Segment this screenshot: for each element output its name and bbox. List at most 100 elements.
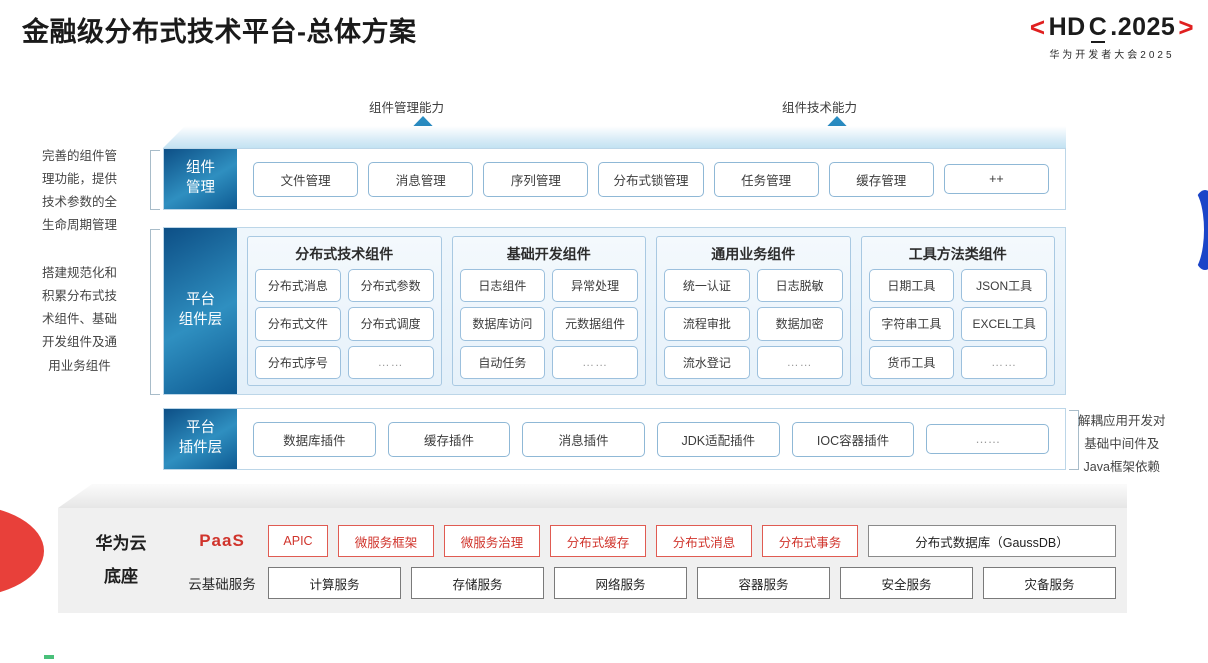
note-right-1-line: 基础中间件及 [1084, 437, 1160, 452]
note-right-1-line: Java框架依赖 [1083, 460, 1160, 475]
note-left-1-line: 理功能，提供 [42, 172, 118, 187]
row-body-component-management: 文件管理消息管理序列管理分布式锁管理任务管理缓存管理 ++ [237, 149, 1065, 209]
hdc-logo-c: C [1088, 13, 1108, 43]
paas-item-database[interactable]: 分布式数据库（GaussDB） [868, 525, 1116, 557]
paas-item[interactable]: 微服务框架 [338, 525, 434, 557]
component-management-item[interactable]: 文件管理 [253, 161, 359, 197]
green-tick-decoration [44, 655, 54, 659]
paas-item[interactable]: 分布式事务 [762, 525, 858, 557]
component-cell[interactable]: 统一认证 [664, 269, 750, 303]
component-cell[interactable]: 日志脱敏 [756, 269, 843, 303]
row-body-component-layer: 分布式技术组件分布式消息分布式参数分布式文件分布式调度分布式序号……基础开发组件… [237, 228, 1065, 394]
component-cell[interactable]: JSON工具 [961, 269, 1047, 303]
brace-left-top [150, 150, 160, 210]
component-cell[interactable]: …… [347, 345, 434, 379]
paas-row: PaaS APIC 微服务框架微服务治理分布式缓存分布式消息分布式事务分布式数据库… [176, 524, 1116, 558]
brace-right [1069, 410, 1079, 470]
cloud-base-item[interactable]: 灾备服务 [983, 567, 1116, 599]
cloud-base-item[interactable]: 存储服务 [411, 567, 544, 599]
component-group-title: 基础开发组件 [506, 246, 591, 262]
row-label-plugin-layer-line: 平台 [186, 420, 215, 437]
component-cell[interactable]: 分布式调度 [347, 307, 434, 341]
component-cell[interactable]: 数据库访问 [459, 307, 546, 341]
component-management-item[interactable]: 消息管理 [368, 161, 474, 197]
angle-bracket-left-icon: < [1029, 12, 1046, 42]
cloud-base-item[interactable]: 网络服务 [554, 567, 687, 599]
row-label-component-layer: 平台组件层 [164, 228, 237, 394]
note-left-2-line: 搭建规范化和 [42, 266, 118, 280]
component-cell[interactable]: …… [756, 345, 843, 379]
component-management-item[interactable]: ++ [943, 164, 1049, 194]
note-left-2-line: 术组件、基础 [42, 312, 118, 327]
note-left-2-line: 积累分布式技 [42, 289, 118, 304]
page-title: 金融级分布式技术平台-总体方案 [22, 17, 417, 47]
note-left-1-line: 生命周期管理 [42, 218, 118, 233]
cloud-base-item[interactable]: 安全服务 [840, 567, 973, 599]
paas-item[interactable]: 分布式消息 [656, 525, 752, 557]
blue-lens-decoration [1176, 188, 1208, 272]
component-group-title: 分布式技术组件 [295, 246, 394, 262]
component-cell[interactable]: 分布式序号 [255, 345, 341, 379]
component-group-grid: 统一认证日志脱敏流程审批数据加密流水登记…… [664, 269, 843, 379]
paas-items: APIC 微服务框架微服务治理分布式缓存分布式消息分布式事务分布式数据库（Gaus… [268, 525, 1116, 557]
plugin-layer-item[interactable]: …… [926, 424, 1050, 454]
component-cell[interactable]: 异常处理 [552, 269, 638, 303]
component-cell[interactable]: 流程审批 [664, 307, 750, 341]
plugin-layer-item[interactable]: 消息插件 [522, 421, 646, 457]
arrow-label-component-management: 组件管理能力 [369, 101, 445, 115]
row-label-component-management: 组件管理 [164, 149, 237, 209]
cloud-base-row: 云基础服务 计算服务存储服务网络服务容器服务安全服务灾备服务 [176, 566, 1116, 600]
component-management-item[interactable]: 分布式锁管理 [598, 161, 704, 197]
component-cell[interactable]: 分布式参数 [347, 269, 434, 303]
component-cell[interactable]: 数据加密 [756, 307, 843, 341]
cloud-base-item[interactable]: 容器服务 [697, 567, 830, 599]
angle-bracket-right-icon: > [1178, 12, 1194, 42]
row-component-layer: 平台组件层 分布式技术组件分布式消息分布式参数分布式文件分布式调度分布式序号……… [163, 227, 1066, 395]
paas-item[interactable]: APIC [268, 525, 328, 557]
component-cell[interactable]: 字符串工具 [868, 307, 955, 341]
huawei-cloud-base-label-line: 华为云 [95, 534, 147, 553]
arrow-label-component-technology: 组件技术能力 [782, 101, 858, 115]
note-left-1-line: 完善的组件管 [42, 149, 118, 163]
component-cell[interactable]: 分布式消息 [255, 269, 341, 303]
component-management-item[interactable]: 任务管理 [713, 161, 819, 197]
row-label-plugin-layer-line: 插件层 [178, 440, 223, 456]
component-cell[interactable]: EXCEL工具 [961, 307, 1047, 341]
component-cell[interactable]: 元数据组件 [552, 307, 638, 341]
component-cell[interactable]: 日志组件 [459, 269, 546, 303]
plugin-layer-item[interactable]: 数据库插件 [253, 421, 376, 457]
paas-item[interactable]: 微服务治理 [444, 525, 540, 557]
component-group-title: 通用业务组件 [711, 246, 796, 262]
cloud-base-item[interactable]: 计算服务 [268, 567, 401, 599]
paas-tag: PaaS [199, 531, 245, 550]
row-label-plugin-layer: 平台插件层 [164, 409, 237, 469]
component-group-title: 工具方法类组件 [908, 246, 1007, 262]
hdc-logo-year: .2025 [1110, 13, 1176, 41]
plugin-layer-item[interactable]: IOC容器插件 [791, 421, 915, 457]
plugin-layer-item[interactable]: JDK适配插件 [657, 421, 780, 457]
plugin-layer-item[interactable]: 缓存插件 [387, 421, 511, 457]
huawei-cloud-base-label: 华为云底座 [75, 527, 167, 593]
paas-item[interactable]: 分布式缓存 [550, 525, 646, 557]
note-left-2-line: 开发组件及通 [42, 335, 118, 350]
note-left-1-line: 技术参数的全 [42, 195, 118, 210]
hdc-logo-hd: HD [1048, 13, 1086, 41]
component-management-item[interactable]: 缓存管理 [828, 161, 934, 197]
note-left-component-layer: 搭建规范化和积累分布式技术组件、基础开发组件及通用业务组件 [42, 262, 117, 378]
row-plugin-layer: 平台插件层 数据库插件缓存插件消息插件 JDK适配插件 IOC容器插件 …… [163, 408, 1066, 470]
bottom-deck-top-face [58, 484, 1127, 508]
cloud-base-tag: 云基础服务 [188, 577, 256, 592]
component-cell[interactable]: 日期工具 [868, 269, 955, 303]
component-cell[interactable]: 分布式文件 [255, 307, 341, 341]
component-cell[interactable]: 货币工具 [868, 345, 955, 379]
component-cell[interactable]: …… [961, 345, 1047, 379]
component-cell[interactable]: 流水登记 [664, 345, 750, 379]
component-cell[interactable]: …… [552, 345, 638, 379]
row-component-management: 组件管理 文件管理消息管理序列管理分布式锁管理任务管理缓存管理 ++ [163, 148, 1066, 210]
component-group: 基础开发组件日志组件异常处理数据库访问元数据组件自动任务…… [451, 236, 646, 386]
component-management-item[interactable]: 序列管理 [483, 161, 589, 197]
component-cell[interactable]: 自动任务 [459, 345, 546, 379]
component-group: 分布式技术组件分布式消息分布式参数分布式文件分布式调度分布式序号…… [247, 236, 442, 386]
bottom-rows: PaaS APIC 微服务框架微服务治理分布式缓存分布式消息分布式事务分布式数据库… [176, 524, 1116, 600]
